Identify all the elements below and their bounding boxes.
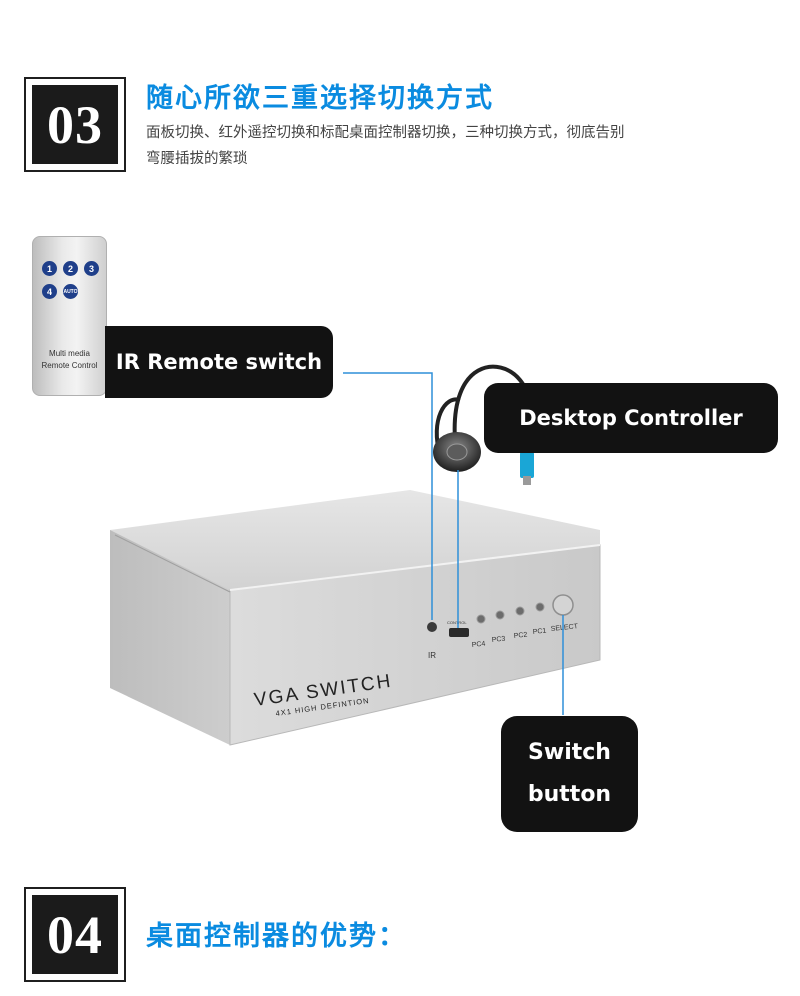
ir-remote-label: IR Remote switch xyxy=(105,326,333,398)
section-description-line: 面板切换、红外遥控切换和标配桌面控制器切换，三种切换方式，彻底告别 xyxy=(146,125,625,141)
section-title: 随心所欲三重选择切换方式 xyxy=(146,83,494,114)
switch-box-side xyxy=(110,530,230,745)
section-description: 面板切换、红外遥控切换和标配桌面控制器切换，三种切换方式，彻底告别 弯腰插拔的繁… xyxy=(146,120,746,172)
remote-button-3: 3 xyxy=(84,261,99,276)
control-port-label: CONTROL xyxy=(447,620,467,625)
remote-button-auto: AUTO xyxy=(63,284,78,299)
switch-button-label: Switch button xyxy=(501,716,638,832)
ir-remote-label-text: IR Remote switch xyxy=(115,350,323,374)
remote-button-2: 2 xyxy=(63,261,78,276)
remote-text: Remote Control xyxy=(41,361,98,370)
pc1-label: PC1 xyxy=(532,628,546,636)
pc1-indicator xyxy=(535,602,545,612)
select-label: SELECT xyxy=(550,623,579,633)
desktop-controller-button xyxy=(446,443,468,461)
remote-control-image: 1 2 3 4 AUTO Multi media Remote Control xyxy=(32,236,107,396)
usb-plug-tip xyxy=(523,476,531,485)
desktop-controller-label-text: Desktop Controller xyxy=(519,406,743,430)
remote-text: Multi media xyxy=(49,349,90,358)
pc3-label: PC3 xyxy=(491,636,505,644)
pc2-label: PC2 xyxy=(513,632,527,640)
ir-sensor xyxy=(427,622,437,632)
pc2-indicator xyxy=(515,606,525,616)
select-button xyxy=(552,594,574,616)
section-number-badge: 03 xyxy=(24,77,126,172)
remote-button-1: 1 xyxy=(42,261,57,276)
section-description-line: 弯腰插拔的繁琐 xyxy=(146,151,248,167)
remote-button-4: 4 xyxy=(42,284,57,299)
usb-plug xyxy=(520,452,534,478)
pc3-indicator xyxy=(495,610,505,620)
section-number: 04 xyxy=(32,895,118,974)
pc4-indicator xyxy=(476,614,486,624)
section-number-badge: 04 xyxy=(24,887,126,982)
ir-port-label: IR xyxy=(428,651,436,660)
desktop-controller-label: Desktop Controller xyxy=(484,383,778,453)
switch-button-label-line: Switch xyxy=(528,740,611,765)
pc4-label: PC4 xyxy=(471,641,485,649)
ir-connector-line xyxy=(343,372,433,620)
section-title: 桌面控制器的优势： xyxy=(146,921,407,952)
section-number: 03 xyxy=(32,85,118,164)
switch-button-label-line: button xyxy=(527,782,612,807)
control-port xyxy=(449,628,469,637)
